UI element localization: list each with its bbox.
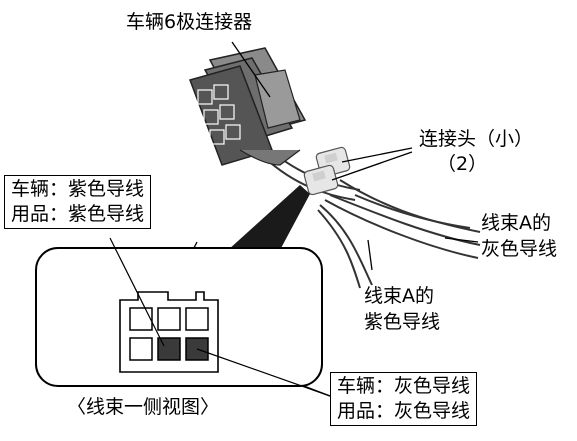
joint-small-label: 连接头（小）	[419, 128, 534, 150]
harness-purple-label-line2: 紫色导线	[364, 311, 441, 333]
purple-accessory-text: 用品：紫色导线	[11, 203, 145, 225]
gray-pin-leader	[196, 348, 331, 397]
harness-purple-label-line1: 线束A的	[364, 285, 434, 307]
pin-cell-3	[185, 307, 209, 331]
six-pin-connector-body	[189, 47, 307, 166]
pin-cell-2	[157, 307, 181, 331]
wire-harness	[264, 149, 481, 289]
gray-vehicle-text: 车辆：灰色导线	[337, 375, 471, 397]
connector-title-label: 车辆6极连接器	[126, 11, 253, 33]
harness-gray-label-line2: 灰色导线	[481, 238, 558, 260]
side-view-caption: 〈线束一侧视图〉	[67, 396, 220, 418]
gray-accessory-text: 用品：灰色导线	[337, 400, 471, 422]
purple-wire-callout: 车辆：紫色导线 用品：紫色导线	[4, 175, 152, 229]
gray-wire-callout: 车辆：灰色导线 用品：灰色导线	[330, 372, 478, 426]
harness-gray-label-line1: 线束A的	[481, 212, 551, 234]
pin-cells	[129, 307, 209, 361]
pin-cell-1	[129, 307, 153, 331]
joint-connectors	[303, 146, 351, 196]
zoom-wedge	[228, 185, 310, 250]
pin-cell-4	[129, 337, 153, 361]
pin-cell-5-purple	[157, 337, 181, 361]
purple-pin-leader	[109, 237, 165, 347]
purple-vehicle-text: 车辆：紫色导线	[11, 178, 145, 200]
joint-count-label: （2）	[437, 153, 488, 175]
